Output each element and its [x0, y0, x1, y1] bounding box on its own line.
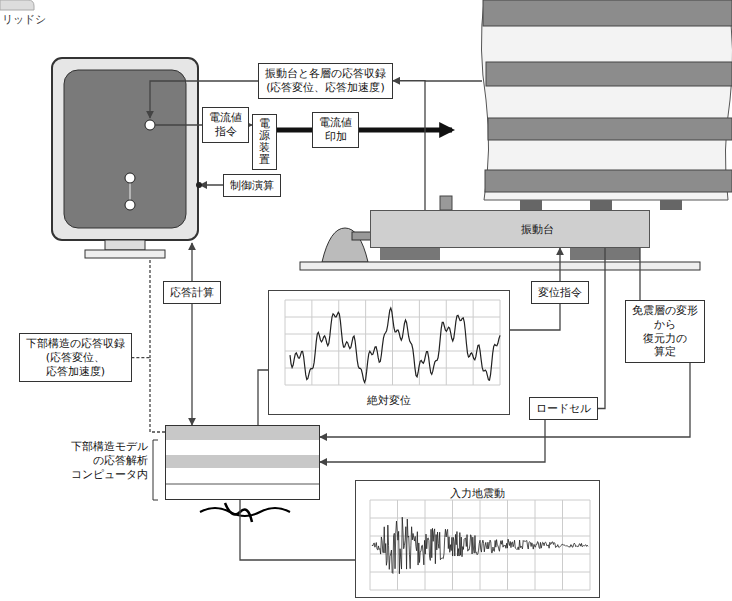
connector [510, 304, 560, 330]
node-text: 下部構造の応答収録 (応答変位、応答加速度) [26, 337, 125, 378]
chart-panel: 絶対変位 [268, 290, 510, 415]
cut-off-heading: リッドシ [2, 12, 46, 27]
monitor-frame [52, 58, 198, 240]
grid-line [535, 500, 536, 590]
node-text: 電源装置 [259, 118, 270, 166]
record-box: 下部構造の応答収録 (応答変位、応答加速度) [19, 333, 132, 382]
model-layer [165, 455, 320, 468]
substructure-model: 下部構造モデル の応答解析 コンピュータ内 [165, 425, 320, 500]
monitor-screen [64, 70, 186, 228]
model-layer-line [165, 484, 320, 485]
connector [598, 248, 605, 409]
floor-slab [485, 170, 732, 192]
connector [258, 370, 268, 425]
node-text: 変位指令 [537, 285, 583, 300]
floor-slab [486, 62, 732, 86]
rail [380, 248, 440, 260]
grid-line [370, 554, 590, 555]
chart-panel: 入力地震動 [355, 480, 600, 598]
command-box: 電流値 指令 [202, 107, 249, 143]
monitor-stand [105, 240, 145, 250]
io-port [125, 200, 135, 210]
restoring-force-box: 免震層の変形 から 復元力の 算定 [625, 300, 705, 363]
node-text: 制御演算 [229, 178, 275, 193]
connector [132, 358, 165, 432]
record-line [425, 80, 482, 81]
grid-line [370, 500, 371, 590]
node-text: 入力地震動 [356, 486, 599, 501]
io-port [145, 120, 155, 130]
node-text: 応答計算 [169, 285, 215, 300]
grid-line [419, 300, 420, 385]
node-text: 電流値 指令 [209, 111, 242, 139]
monitor-base [85, 250, 165, 258]
chart-grid [370, 500, 590, 590]
grid-line [285, 385, 500, 386]
page-tab [0, 0, 34, 10]
grid-line [370, 590, 590, 591]
grid-line [311, 300, 312, 385]
grid-line [285, 300, 286, 385]
node-text: 免震層の変形 から 復元力の 算定 [632, 304, 698, 359]
seismic-wave [372, 517, 588, 574]
grid-line [370, 572, 590, 573]
chart-grid [285, 300, 500, 385]
connector [559, 248, 560, 281]
io-port [125, 173, 135, 183]
signal-line [129, 183, 130, 200]
node-text: 振動台と各層の応答収録 (応答変位、応答加速度) [265, 67, 386, 95]
displacement-command-box: 変位指令 [531, 281, 589, 304]
isolator [520, 200, 542, 210]
connector [639, 248, 640, 300]
sensor-mount [440, 196, 452, 210]
ground-symbol [225, 503, 252, 522]
displacement-wave [290, 308, 500, 382]
node-text: 電流値 印加 [319, 116, 352, 144]
building-specimen [440, 0, 732, 210]
connector [240, 500, 355, 560]
grid-line [370, 518, 590, 519]
control-dot [196, 182, 202, 188]
bracket [153, 440, 158, 500]
connector [191, 304, 192, 425]
computer-monitor [52, 58, 198, 258]
actuator-rod [352, 232, 372, 240]
grid-line [473, 300, 474, 385]
grid-line [397, 500, 398, 590]
record-dashed-line [149, 258, 150, 358]
grid-line [285, 368, 500, 369]
shake-table: 振動台 [370, 210, 650, 248]
control-box: 制御演算 [223, 174, 281, 197]
floor-slab [483, 0, 732, 26]
floor-slab [488, 118, 732, 140]
model-layer [165, 425, 320, 440]
actuator [322, 228, 372, 262]
load-cell-box: ロードセル [529, 397, 598, 420]
building-body [481, 0, 732, 200]
node-text: ロードセル [535, 401, 592, 416]
calc-box: 応答計算 [163, 281, 221, 304]
node-text: 振動台 [521, 222, 554, 237]
grid-line [590, 500, 591, 590]
grid-line [500, 300, 501, 385]
connector [393, 81, 425, 210]
connector [277, 128, 312, 133]
record-box: 振動台と各層の応答収録 (応答変位、応答加速度) [258, 63, 393, 99]
node-text: 絶対変位 [269, 393, 509, 408]
grid-line [285, 300, 500, 301]
connector [320, 420, 545, 462]
current-box: 電流値 印加 [312, 112, 359, 148]
grid-line [446, 300, 447, 385]
isolator [660, 200, 682, 210]
isolator [590, 200, 612, 210]
node-text: 下部構造モデル の応答解析 コンピュータ内 [71, 440, 148, 481]
power-supply-box: 電源装置 [252, 114, 277, 170]
